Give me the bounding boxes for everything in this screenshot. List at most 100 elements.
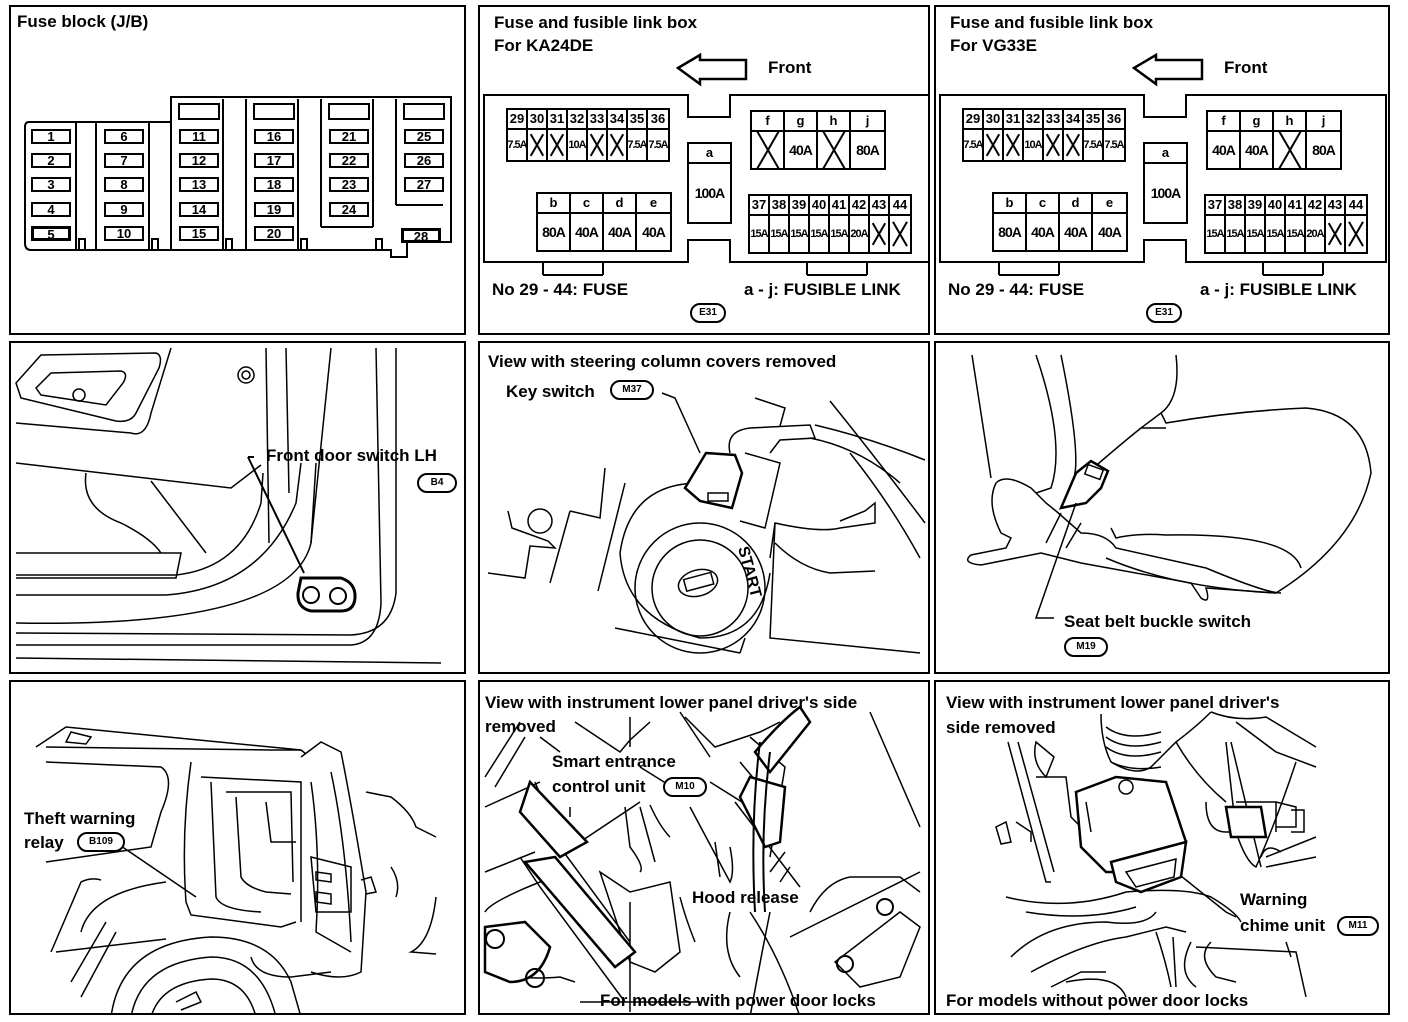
fuse-25: 25 <box>404 129 444 144</box>
amp-rating: 40A <box>608 224 632 240</box>
slot-number: c <box>571 194 602 214</box>
empty-slot-x-icon <box>548 130 566 160</box>
warning-chime-title-line2: side removed <box>946 718 1056 737</box>
door-illustration <box>15 347 442 664</box>
slot-number: 36 <box>1104 110 1124 130</box>
empty-slot-x-icon <box>1346 216 1366 252</box>
amp-rating: 15A <box>1286 228 1304 240</box>
empty-slot-x-icon <box>752 132 783 168</box>
empty-slot-x-icon <box>608 130 626 160</box>
panel-seat-belt-switch: Seat belt buckle switch M19 <box>934 341 1390 674</box>
fuse-slot-36: 36 7.5A <box>1104 110 1125 160</box>
fuse-slot-c: c 40A <box>1027 194 1060 250</box>
slot-number: 39 <box>790 196 808 216</box>
slot-number: 44 <box>890 196 910 216</box>
fuse-6: 6 <box>104 129 144 144</box>
slot-number: d <box>1060 194 1091 214</box>
slot-number: 29 <box>964 110 982 130</box>
fuse-10: 10 <box>104 226 144 241</box>
slot-number: c <box>1027 194 1058 214</box>
smart-entrance-label-line2: control unit <box>552 777 646 796</box>
warning-chime-label-line1: Warning <box>1240 890 1308 909</box>
amp-rating: 7.5A <box>963 139 983 151</box>
fuse-1: 1 <box>31 129 71 144</box>
slot-number: j <box>1307 112 1340 132</box>
fuse-slot-42: 42 20A <box>850 196 870 252</box>
amp-rating: 7.5A <box>648 139 668 151</box>
slot-number: 40 <box>810 196 828 216</box>
link-box-title-line1: Fuse and fusible link box <box>950 13 1154 32</box>
key-switch-title: View with steering column covers removed <box>488 352 837 371</box>
chime-unit-illustration <box>995 711 1317 998</box>
seat-belt-switch-label: Seat belt buckle switch <box>1064 612 1252 631</box>
smart-entrance-footer: For models with power door locks <box>600 991 876 1010</box>
slot-number: 39 <box>1246 196 1264 216</box>
link-box-title-line1: Fuse and fusible link box <box>494 13 698 32</box>
fuse-8: 8 <box>104 177 144 192</box>
slot-number: f <box>1208 112 1239 132</box>
fuse-block-outline <box>24 96 452 258</box>
fuse-slot-h: h <box>818 112 851 168</box>
fuse-slot-41: 41 15A <box>1286 196 1306 252</box>
amp-rating: 40A <box>575 224 599 240</box>
amp-rating: 40A <box>789 142 813 158</box>
instrument-panel-illustration <box>483 705 921 1013</box>
amp-rating: 7.5A <box>1104 139 1124 151</box>
amp-rating: 20A <box>850 228 868 240</box>
slot-number: 34 <box>608 110 626 130</box>
slot-number: 35 <box>1084 110 1102 130</box>
connector-m37: M37 <box>610 380 654 400</box>
amp-rating: 20A <box>1306 228 1324 240</box>
start-label: START <box>734 545 764 600</box>
empty-slot-x-icon <box>1064 130 1082 160</box>
amp-rating: 40A <box>1031 224 1055 240</box>
amp-rating: 10A <box>1024 139 1042 151</box>
slot-number: 31 <box>1004 110 1022 130</box>
slot-number: 32 <box>568 110 586 130</box>
legend-fuse: No 29 - 44: FUSE <box>492 280 629 299</box>
fuse-slot-30: 30 <box>984 110 1004 160</box>
amp-rating: 40A <box>1212 142 1236 158</box>
empty-slot-x-icon <box>890 216 910 252</box>
slot-number: 42 <box>850 196 868 216</box>
theft-warning-label-line1: Theft warning <box>24 809 136 828</box>
slot-number: e <box>1093 194 1126 214</box>
empty-slot-x-icon <box>984 130 1002 160</box>
connector-b4: B4 <box>417 473 457 493</box>
fuse-12: 12 <box>179 153 219 168</box>
slot-number: 36 <box>648 110 668 130</box>
fuse-26: 26 <box>404 153 444 168</box>
amp-rating: 15A <box>810 228 828 240</box>
key-switch-label: Key switch <box>506 382 595 401</box>
slot-number: 41 <box>1286 196 1304 216</box>
empty-slot-x-icon <box>1004 130 1022 160</box>
connector-m19: M19 <box>1064 637 1108 657</box>
warning-chime-footer: For models without power door locks <box>946 991 1249 1010</box>
fuse-15: 15 <box>179 226 219 241</box>
seat-illustration <box>966 354 1372 619</box>
panel-theft-warning-relay: Theft warning relay B109 <box>9 680 466 1015</box>
fuse-slot-34: 34 <box>608 110 628 160</box>
fuse-4: 4 <box>31 202 71 217</box>
slot-number: g <box>1241 112 1272 132</box>
fuse-27: 27 <box>404 177 444 192</box>
slot-number: g <box>785 112 816 132</box>
amp-rating: 80A <box>856 142 880 158</box>
fuse-slot-31: 31 <box>1004 110 1024 160</box>
front-arrow-icon <box>1131 52 1204 87</box>
